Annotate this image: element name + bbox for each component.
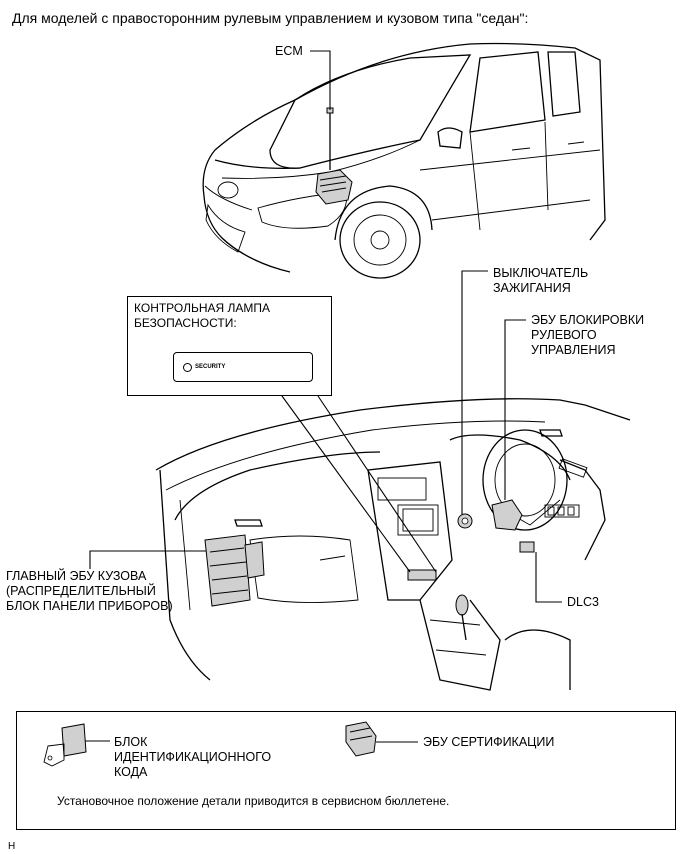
certification-ecu-icon xyxy=(345,721,377,757)
id-code-box-icon xyxy=(43,723,87,767)
corner-mark: H xyxy=(8,841,16,852)
security-lamp-panel: SECURITY xyxy=(173,352,313,382)
page-caption: Для моделей с правосторонним рулевым упр… xyxy=(12,10,529,26)
label-steering-lock-ecu: ЭБУ БЛОКИРОВКИ РУЛЕВОГО УПРАВЛЕНИЯ xyxy=(531,313,645,357)
security-led-icon xyxy=(183,363,192,372)
legend-certification-ecu-label: ЭБУ СЕРТИФИКАЦИИ xyxy=(423,735,555,749)
label-dlc3: DLC3 xyxy=(567,595,599,609)
legend-id-code-box-label: БЛОК ИДЕНТИФИКАЦИОННОГО КОДА xyxy=(114,735,272,779)
security-lamp-title: КОНТРОЛЬНАЯ ЛАМПА БЕЗОПАСНОСТИ: xyxy=(134,301,271,330)
car-exterior-drawing xyxy=(202,42,606,279)
legend-note: Установочное положение детали приводится… xyxy=(57,794,450,808)
security-panel-text: SECURITY xyxy=(195,364,226,370)
label-ignition-switch: ВЫКЛЮЧАТЕЛЬ ЗАЖИГАНИЯ xyxy=(493,266,589,295)
label-ecm: ECM xyxy=(275,44,303,58)
label-main-body-ecu: ГЛАВНЫЙ ЭБУ КУЗОВА (РАСПРЕДЕЛИТЕЛЬНЫЙ БЛ… xyxy=(6,569,173,613)
legend-box xyxy=(16,711,676,830)
dashboard-interior-drawing xyxy=(155,398,631,691)
leader-lines xyxy=(84,50,562,743)
security-lamp-callout: КОНТРОЛЬНАЯ ЛАМПА БЕЗОПАСНОСТИ: SECURITY xyxy=(127,296,332,396)
